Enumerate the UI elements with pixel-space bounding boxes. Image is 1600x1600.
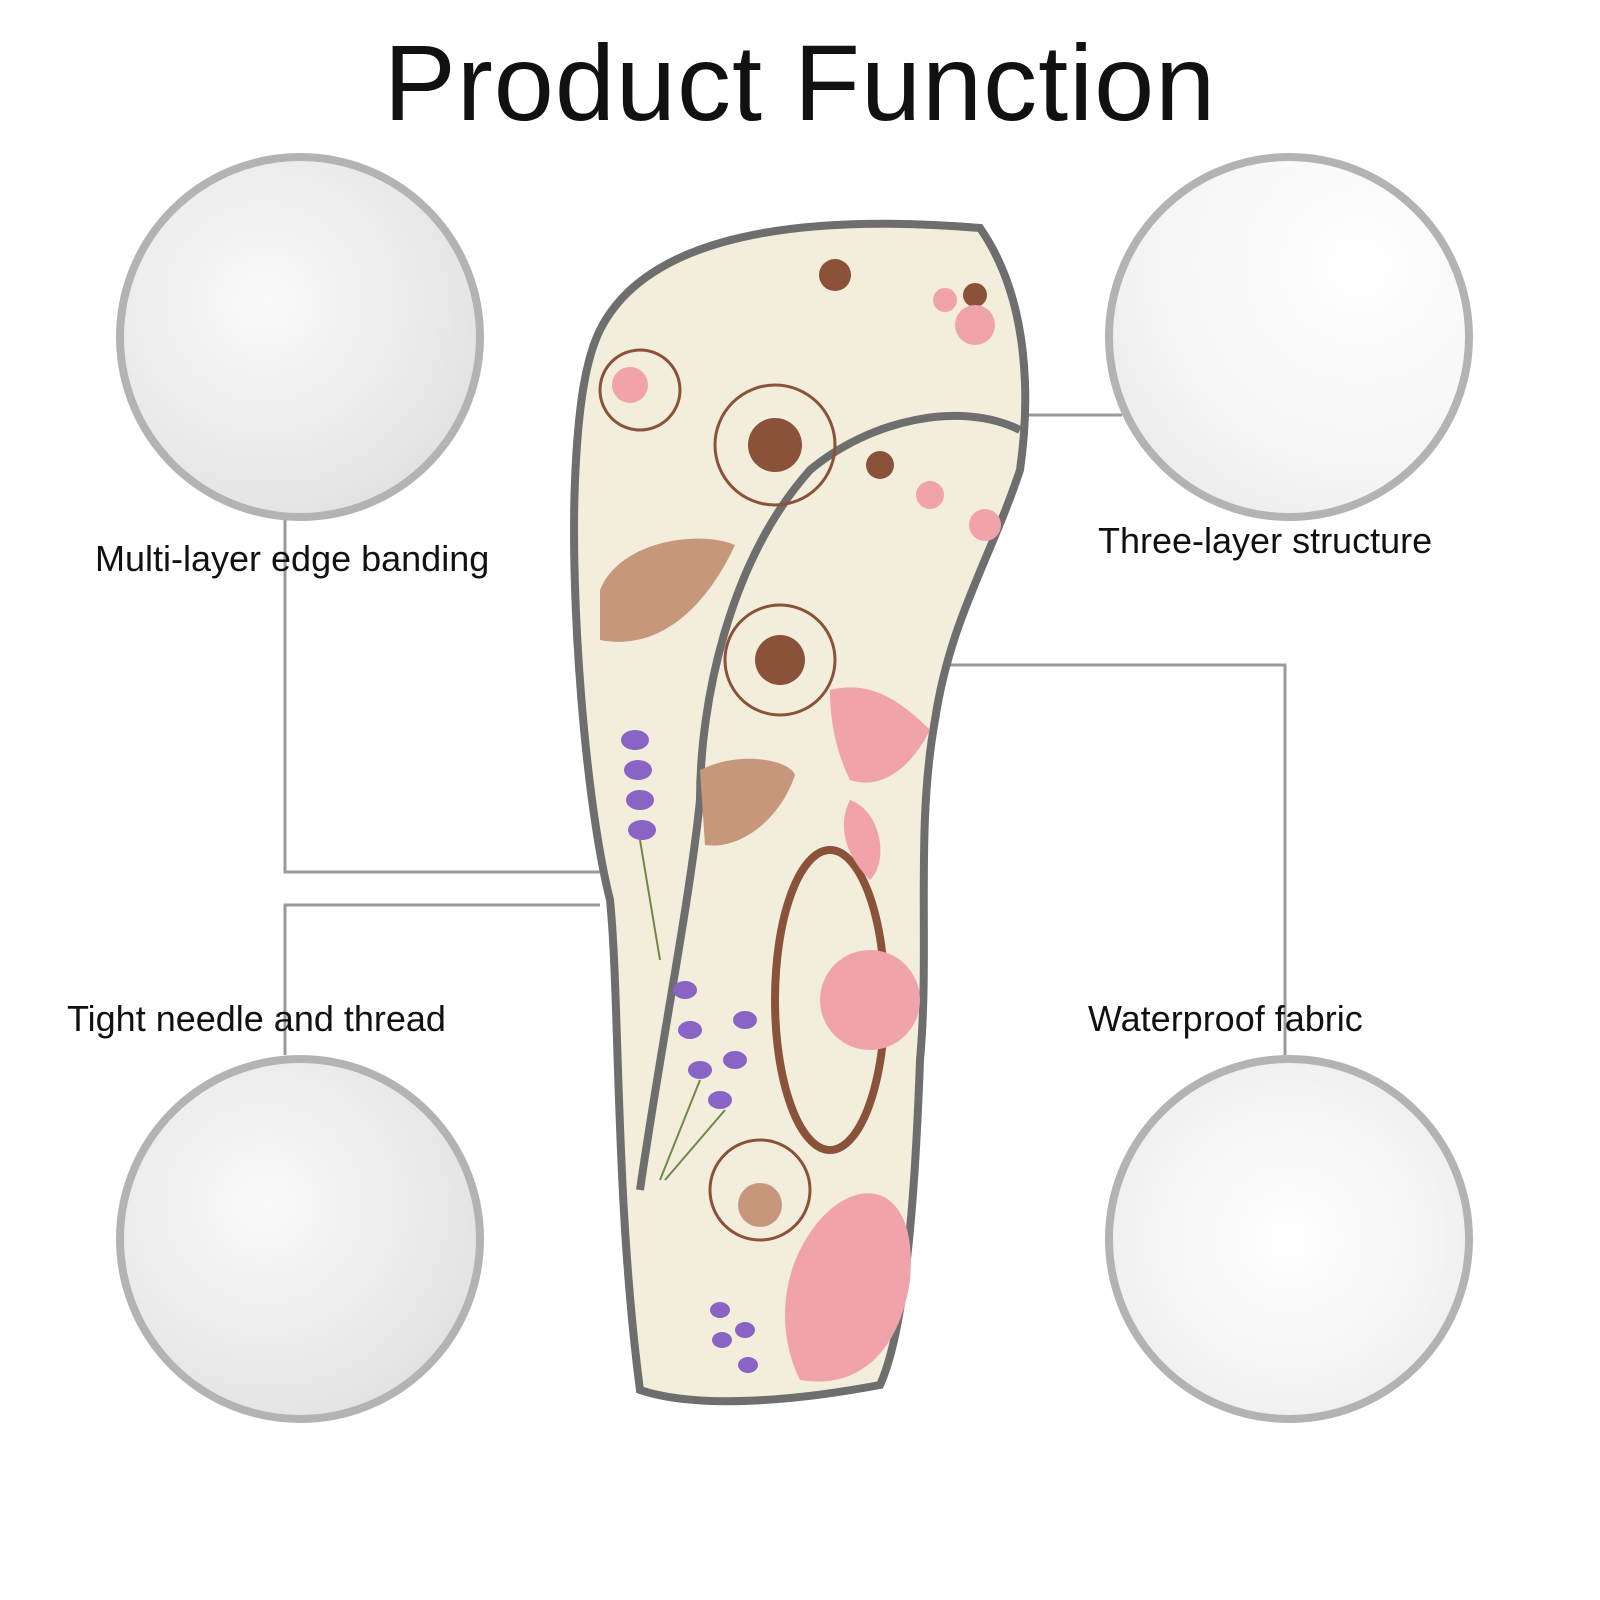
connector-edge-banding [283, 515, 600, 874]
headcover-product-image [570, 219, 1030, 1406]
detail-image-needle-thread [116, 1055, 484, 1423]
connector-waterproof [895, 663, 1287, 1055]
feature-label-needle-thread: Tight needle and thread [67, 998, 446, 1039]
detail-image-edge-banding [116, 153, 484, 521]
feature-label-three-layer: Three-layer structure [1098, 520, 1433, 561]
feature-label-edge-banding: Multi-layer edge banding [95, 538, 490, 579]
feature-label-waterproof: Waterproof fabric [1088, 998, 1363, 1039]
connector-needle-thread [283, 903, 600, 1055]
detail-image-three-layer [1105, 153, 1473, 521]
detail-image-waterproof [1105, 1055, 1473, 1423]
page-title: Product Function [383, 22, 1217, 143]
